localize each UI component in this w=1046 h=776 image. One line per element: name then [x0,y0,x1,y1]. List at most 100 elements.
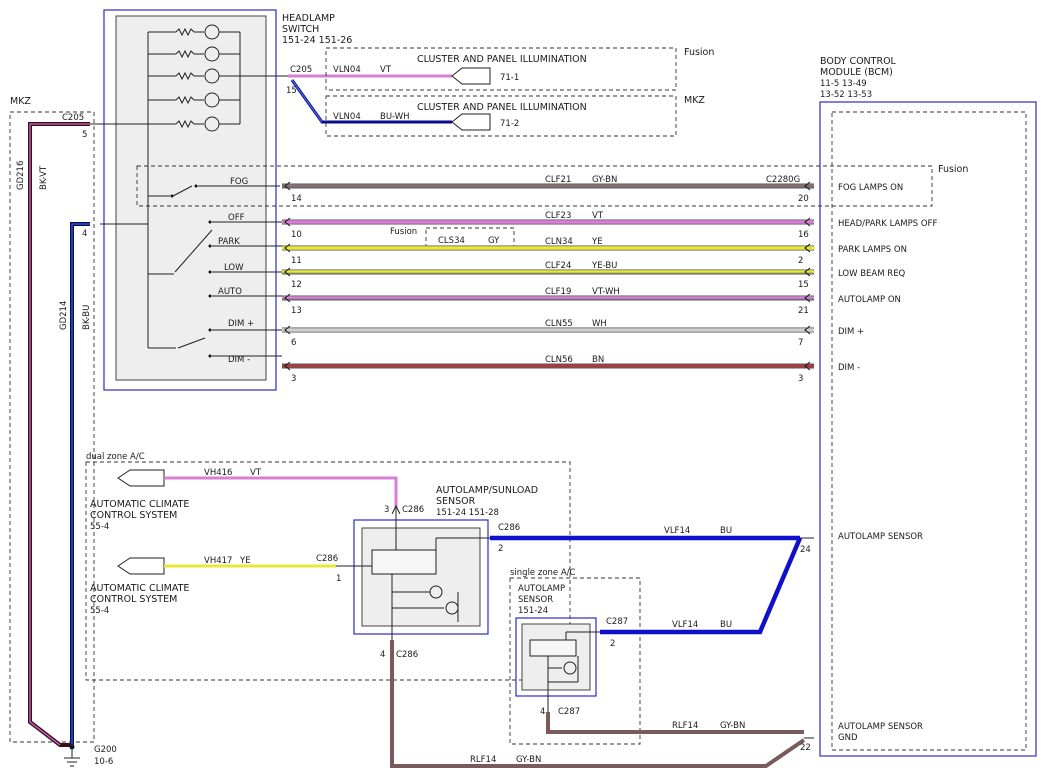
acs2-connector [117,557,165,575]
c286-label-4: C286 [396,650,418,660]
headlamp-switch-body [115,15,267,381]
rlf14-color-2: GY-BN [516,755,541,765]
acs2-title: AUTOMATIC CLIMATE [90,583,189,594]
bcm-pin: 15 [798,280,809,290]
fusion-illum-box [325,47,677,91]
switch-pin: 12 [291,280,302,290]
autolamp-title: AUTOLAMP [518,584,565,594]
gd216-wire [28,122,90,747]
circuit-name: CLF21 [545,175,571,185]
headlamp-switch-outer [103,9,277,391]
vh417-label: VH417 [204,556,232,566]
bcm-pin-arrow [804,243,811,253]
vln04-buwh-wire [290,79,452,124]
bcm-outer [819,101,1037,757]
c205-label: C205 [290,65,312,75]
acs1-title: AUTOMATIC CLIMATE [90,499,189,510]
vln04-label: VLN04 [333,65,361,75]
circuit-name: CLF23 [545,211,571,221]
bcm-refs1: 11-5 13-49 [820,79,867,89]
gd216-color: BK-VT [39,165,49,190]
c286-pin3: 3 [384,505,389,515]
c286-label-2: C286 [316,554,338,564]
autolamp-title2: SENSOR [518,595,553,605]
autolamp-sensor-body [521,623,591,691]
led-row [148,68,288,84]
autolamp-ref: 151-24 [518,606,548,616]
bcm-connector: C2280G [766,175,800,185]
autolamp-sensor-chip [529,639,577,657]
switch-contacts [100,124,282,358]
switch-pin: 11 [291,256,302,266]
rlf14-color-1: GY-BN [720,721,745,731]
vlf14-color-2: BU [720,620,732,630]
bcm-refs2: 13-52 13-53 [820,90,872,100]
ground-c205: C205 [62,113,84,123]
ground-g200: G200 [94,745,117,755]
cls34-variant: Fusion [390,227,417,237]
bcm-pin-arrow [804,217,811,227]
illum-label-1: CLUSTER AND PANEL ILLUMINATION [417,54,587,65]
switch-pin: 14 [291,194,302,204]
vlf14-color-1: BU [720,526,732,536]
c287-label-2: C287 [558,707,580,717]
sunload-title2: SENSOR [436,496,476,507]
illum-label-2: CLUSTER AND PANEL ILLUMINATION [417,102,587,113]
bcm-input-label: PARK LAMPS ON [838,245,907,255]
circuit-color: YE-BU [591,261,617,271]
vlf14-label-2: VLF14 [672,620,698,630]
cls34-box [425,227,515,249]
bcm-input-label: AUTOLAMP ON [838,295,901,305]
bcm-body [831,111,1027,751]
switch-pin-arrow [284,243,291,253]
mkz-ground-box [9,111,95,743]
headlamp-switch-title: HEADLAMP [282,13,335,24]
sunload-sensor-body [361,527,481,627]
circuit-color: VT [592,211,604,221]
sunload-sensor-chip [371,549,437,575]
c287-label-1: C287 [606,617,628,627]
led-row [148,24,240,40]
gd214-label: GD214 [59,301,69,330]
switch-pin-arrow [284,325,291,335]
variant-fusion-1: Fusion [684,47,714,58]
bcm-input-label: DIM + [838,327,864,337]
autolamp-sensor-outer [515,617,597,697]
vh416-color: VT [250,468,262,478]
circuit-color: GY-BN [592,175,617,185]
cluster-connector-2 [451,113,491,131]
acs1-ref: 55-4 [90,522,109,532]
acs2-ref: 55-4 [90,606,109,616]
cluster-connector-1 [451,67,491,85]
variant-mkz-2: MKZ [10,96,31,107]
single-zone-box [509,577,641,745]
c286-pin2: 2 [498,544,503,554]
single-zone-label: single zone A/C [510,568,576,578]
pos-low: LOW [224,263,244,273]
circuit-name: CLN55 [545,319,573,329]
c286-label-3: C286 [498,523,520,533]
switch-pin-arrow [284,267,291,277]
gd214-wire [70,222,90,745]
circuit-color: VT-WH [592,287,620,297]
mkz-illum-box [325,95,677,137]
bcm-pin-arrow [804,181,811,191]
dual-zone-label: dual zone A/C [86,452,145,462]
fusion-fog-box [136,165,933,207]
vh417-color: YE [239,556,251,566]
acs1-connector [117,469,165,487]
pos-auto: AUTO [218,287,242,297]
circuit-color: BN [592,355,604,365]
illumination-led-ladder [90,24,288,132]
led-row [148,46,240,62]
variant-mkz-1: MKZ [684,95,705,106]
switch-pin-arrow [284,181,291,191]
bcm-title2: MODULE (BCM) [820,67,893,78]
switch-pin: 6 [291,338,296,348]
ref-71-2: 71-2 [500,119,519,129]
bcm-pin: 2 [798,256,803,266]
vh416-wire [164,476,398,508]
led-row [148,116,240,132]
